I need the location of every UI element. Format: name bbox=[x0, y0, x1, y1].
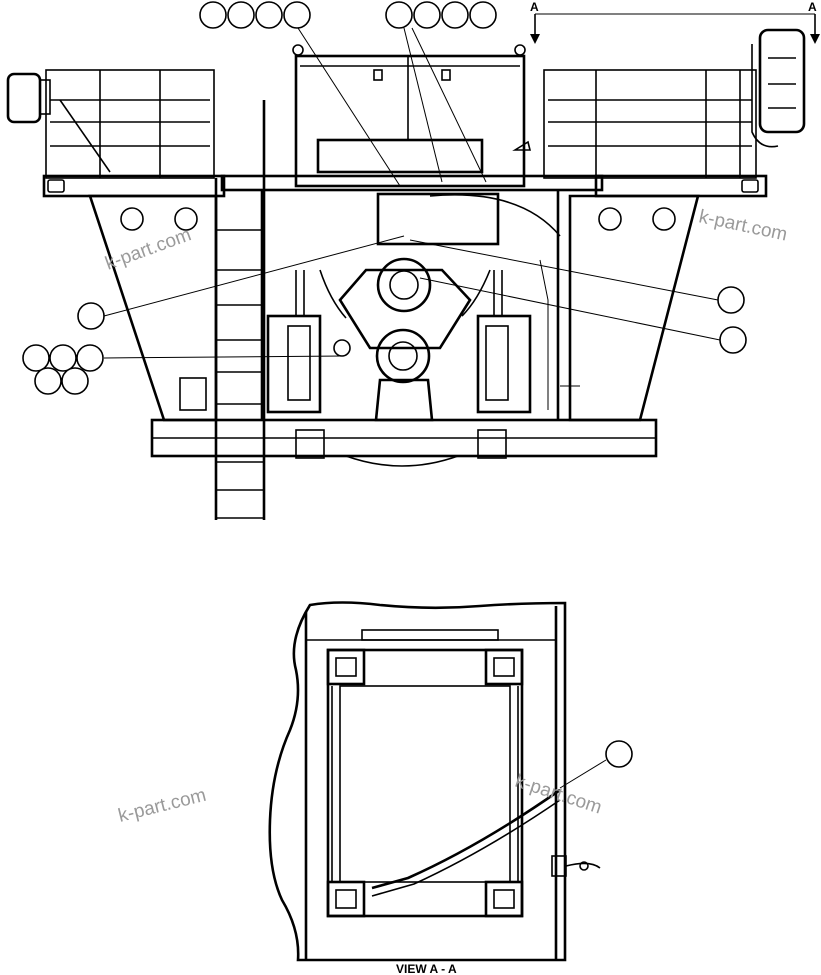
center-cab bbox=[292, 44, 532, 188]
section-marker-left: A bbox=[530, 0, 539, 14]
view-caption: VIEW A - A bbox=[396, 962, 457, 975]
center-deck-beam bbox=[220, 174, 604, 192]
watermark-3: k-part.com bbox=[116, 785, 208, 827]
leader-lines bbox=[103, 27, 721, 359]
callout-group-top-left bbox=[199, 1, 311, 29]
corner-pads bbox=[326, 648, 524, 918]
engine bbox=[319, 192, 561, 422]
left-side-panel bbox=[88, 194, 218, 422]
callout-left-mid bbox=[77, 302, 105, 330]
left-deck-beam bbox=[42, 174, 226, 198]
left-mount bbox=[266, 270, 322, 414]
right-handrail bbox=[543, 28, 806, 179]
callout-group-left bbox=[22, 344, 104, 395]
callout-right-lower bbox=[719, 326, 747, 354]
section-marker: A A bbox=[530, 0, 820, 44]
callout-group-top-center bbox=[385, 1, 497, 29]
section-marker-right: A bbox=[808, 0, 817, 14]
watermark-2: k-part.com bbox=[697, 206, 789, 245]
main-view bbox=[6, 28, 806, 520]
left-handrail bbox=[6, 69, 215, 179]
callout-view-aa bbox=[605, 740, 633, 768]
callout-right-upper bbox=[717, 286, 745, 314]
right-deck-beam bbox=[594, 174, 768, 198]
right-side-panel bbox=[568, 194, 700, 422]
access-ladder bbox=[214, 100, 266, 520]
lower-frame bbox=[150, 418, 658, 467]
watermark-1: k-part.com bbox=[103, 224, 195, 274]
view-aa: VIEW A - A bbox=[268, 601, 633, 975]
